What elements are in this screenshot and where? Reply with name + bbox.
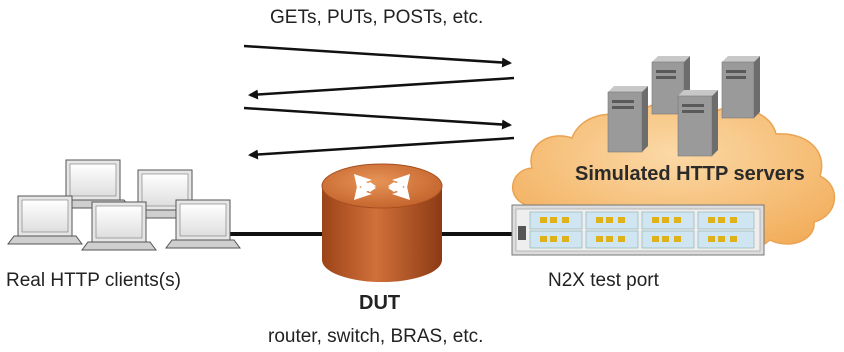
requests-label: GETs, PUTs, POSTs, etc. <box>270 7 484 28</box>
laptop-3 <box>7 195 83 245</box>
server-tower-icon <box>607 56 760 157</box>
dut-label: DUT <box>359 292 401 314</box>
arrow-response-2 <box>248 136 515 160</box>
laptop-4 <box>81 201 157 251</box>
arrow-request-2 <box>243 106 512 130</box>
traffic-arrows <box>243 44 515 160</box>
router-icon <box>321 163 443 282</box>
laptop-icon <box>7 159 241 251</box>
dut-description: router, switch, BRAS, etc. <box>268 326 484 347</box>
arrow-request-1 <box>243 44 512 68</box>
arrow-response-1 <box>248 76 515 100</box>
server-tower-3 <box>607 86 648 153</box>
router-arrows <box>354 174 410 200</box>
chassis-ports <box>540 217 737 242</box>
server-tower-2 <box>721 56 760 119</box>
test-chassis-icon <box>511 204 765 256</box>
servers-label: Simulated HTTP servers <box>575 163 805 185</box>
clients-label: Real HTTP clients(s) <box>6 270 181 291</box>
server-tower-4 <box>677 90 718 157</box>
test-port-label: N2X test port <box>548 270 659 291</box>
laptop-5 <box>165 199 241 249</box>
